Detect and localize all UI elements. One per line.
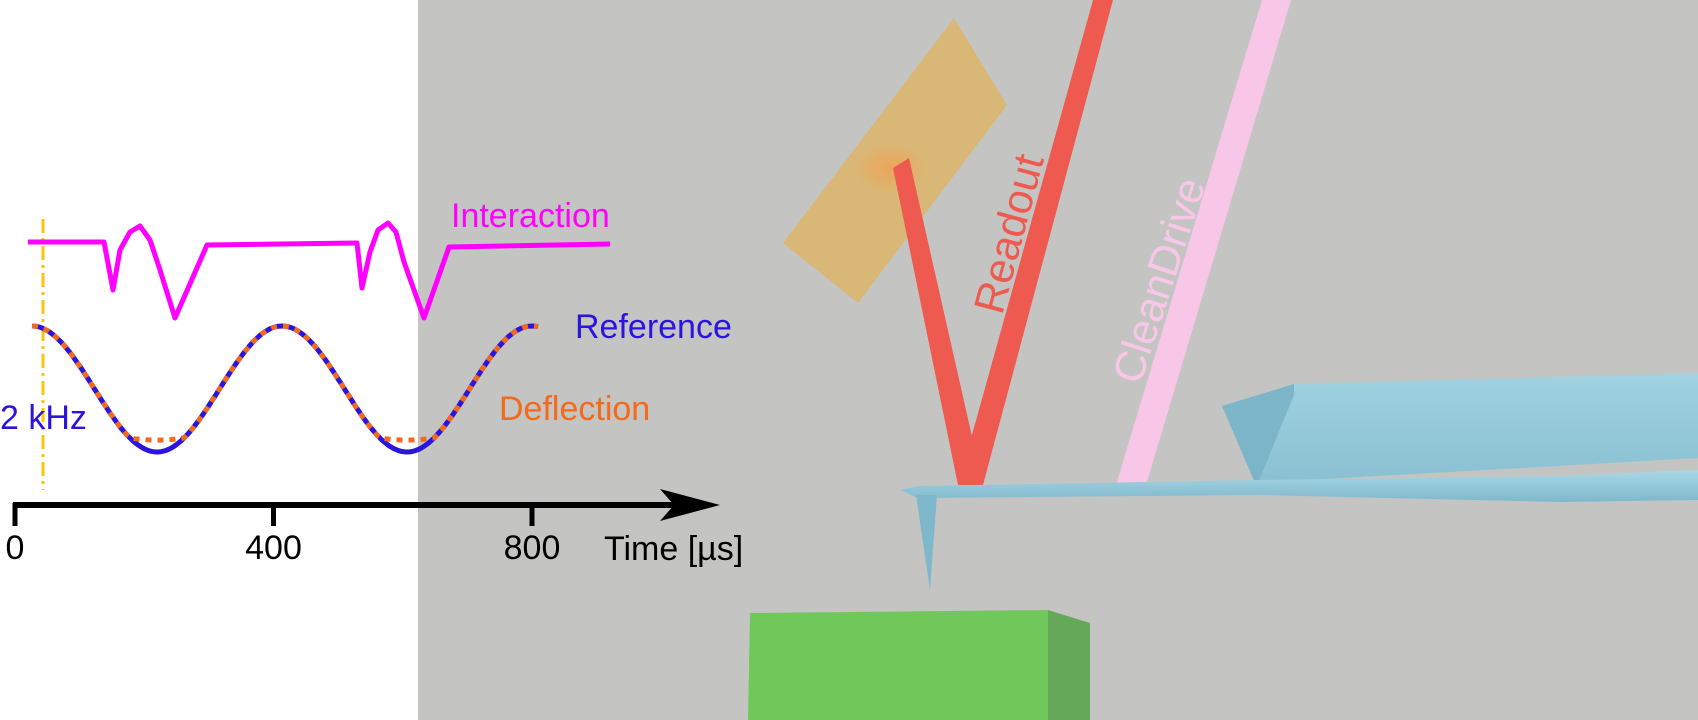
cleandrive-beam	[1116, 0, 1291, 485]
axis-ticks: 0 400 800	[6, 503, 561, 567]
frequency-label: 2 kHz	[0, 399, 87, 437]
axis-label: Time [µs]	[604, 530, 743, 568]
axis-tick-label: 400	[245, 529, 302, 567]
axis-tick-label: 0	[6, 529, 25, 567]
interaction-label: Interaction	[451, 197, 610, 235]
axis-arrow-icon	[660, 489, 720, 521]
sample-block	[748, 610, 1090, 720]
readout-beam	[893, 0, 1113, 485]
reference-label: Reference	[575, 308, 732, 346]
cantilever-chip	[1222, 373, 1698, 483]
deflection-curve	[31, 323, 539, 443]
cantilever	[900, 470, 1698, 590]
laser-spot	[852, 142, 928, 194]
time-axis: 0 400 800 Time [µs]	[6, 489, 743, 568]
cantilever-tip	[916, 495, 937, 590]
deflection-label: Deflection	[499, 390, 650, 428]
interaction-curve	[28, 220, 611, 321]
axis-tick-label: 800	[504, 529, 561, 567]
scene-background	[418, 0, 1698, 720]
